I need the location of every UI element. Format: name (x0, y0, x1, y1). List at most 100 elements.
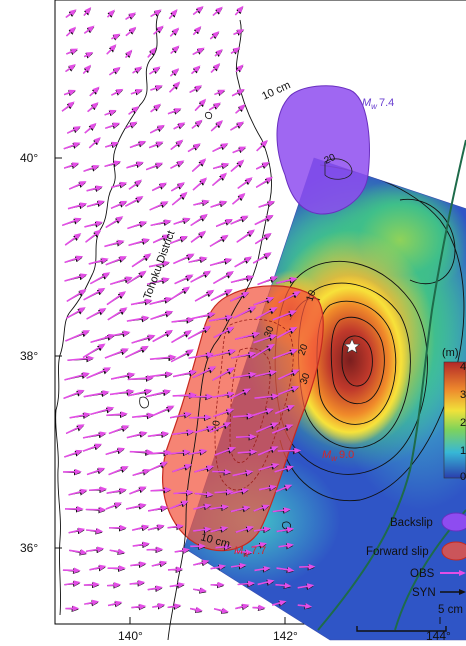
obs-vector (148, 141, 164, 149)
obs-vector (278, 291, 301, 304)
colorbar (443, 361, 466, 479)
obs-vector (191, 158, 207, 173)
obs-vector (230, 487, 250, 495)
obs-vector (170, 139, 184, 151)
obs-vector (64, 372, 90, 381)
obs-vector (192, 47, 205, 56)
obs-vector (64, 580, 81, 587)
obs-vector (277, 447, 302, 454)
obs-vector (126, 502, 147, 510)
obs-vector (167, 449, 191, 456)
obs-vector (208, 314, 234, 322)
obs-vector (214, 446, 237, 456)
obs-vector (254, 565, 271, 572)
obs-vector (105, 447, 126, 456)
obs-vector (167, 603, 182, 610)
obs-vector (149, 201, 169, 211)
obs-vector (193, 199, 210, 206)
lat-tick-36: 36° (20, 541, 38, 555)
obs-vector (69, 412, 91, 419)
obs-vector (230, 47, 241, 55)
obs-vector (68, 181, 87, 190)
obs-vector (253, 334, 278, 344)
obs-vector (231, 351, 257, 359)
obs-vector (132, 66, 143, 74)
obs-vector (107, 582, 122, 589)
obs-vector (194, 425, 215, 434)
backslip-region (276, 85, 370, 215)
obs-vector (63, 389, 85, 400)
obs-vector (234, 5, 244, 16)
obs-vector (129, 580, 146, 586)
backslip-contour-inner-label: 20 (323, 152, 338, 167)
legend-scale-label: 5 cm (438, 604, 463, 616)
obs-vector (82, 343, 106, 359)
obs-vector (86, 527, 104, 534)
obs-vector (254, 214, 274, 226)
obs-vector (173, 217, 191, 225)
legend-obs-label: OBS (410, 568, 435, 580)
obs-vector (110, 276, 133, 286)
contour-label-1: 10 (304, 288, 318, 303)
obs-vector (170, 160, 185, 169)
obs-vector (67, 355, 95, 362)
obs-vector (215, 219, 233, 228)
obs-vector (256, 139, 268, 152)
obs-vector (170, 182, 185, 192)
obs-vector (173, 122, 186, 130)
obs-vector (258, 484, 278, 491)
obs-vector (190, 213, 208, 227)
obs-vector (215, 543, 232, 550)
obs-vector (235, 603, 250, 610)
obs-vector (231, 192, 246, 205)
obs-vector (82, 443, 103, 452)
obs-vector (188, 351, 215, 359)
island-1 (139, 396, 149, 409)
obs-vector (169, 81, 181, 93)
obs-vector (277, 369, 300, 380)
obs-vector (212, 391, 236, 399)
obs-vector (234, 331, 261, 340)
obs-vector (171, 316, 195, 323)
obs-vector (108, 466, 129, 476)
obs-vector (210, 200, 228, 208)
obs-vector (173, 369, 198, 378)
obs-vector (65, 424, 85, 435)
obs-vector (232, 412, 255, 419)
obs-vector (131, 334, 156, 344)
obs-vector (109, 548, 126, 555)
obs-vector (192, 177, 208, 191)
obs-vector (128, 238, 151, 247)
obs-vector (86, 467, 106, 476)
obs-vector (230, 159, 245, 172)
obs-vector (148, 260, 171, 268)
obs-vector (66, 48, 79, 55)
lon-tick-140: 140° (118, 629, 143, 643)
obs-vector (145, 162, 164, 171)
obs-vector (147, 461, 169, 472)
obs-vector (86, 308, 107, 320)
obs-vector (214, 48, 223, 57)
obs-vector (111, 88, 124, 96)
legend-syn-label: SYN (412, 587, 436, 599)
obs-vector (194, 98, 207, 112)
obs-vector (86, 200, 106, 208)
obs-vector (108, 66, 121, 76)
obs-vector (255, 162, 270, 170)
obs-vector (234, 256, 253, 268)
obs-vector (63, 162, 80, 169)
obs-vector (171, 330, 192, 344)
obs-vector (63, 142, 81, 150)
obs-vector (68, 527, 86, 534)
obs-vector (65, 330, 91, 342)
obs-vector (174, 547, 190, 554)
obs-vector (84, 122, 97, 134)
obs-vector (192, 25, 202, 36)
obs-vector (258, 463, 280, 471)
obs-vector (65, 307, 86, 320)
obs-vector (125, 196, 144, 207)
obs-vector (169, 411, 192, 419)
obs-vector (110, 181, 128, 189)
obs-vector (237, 177, 253, 189)
obs-vector (278, 542, 294, 549)
